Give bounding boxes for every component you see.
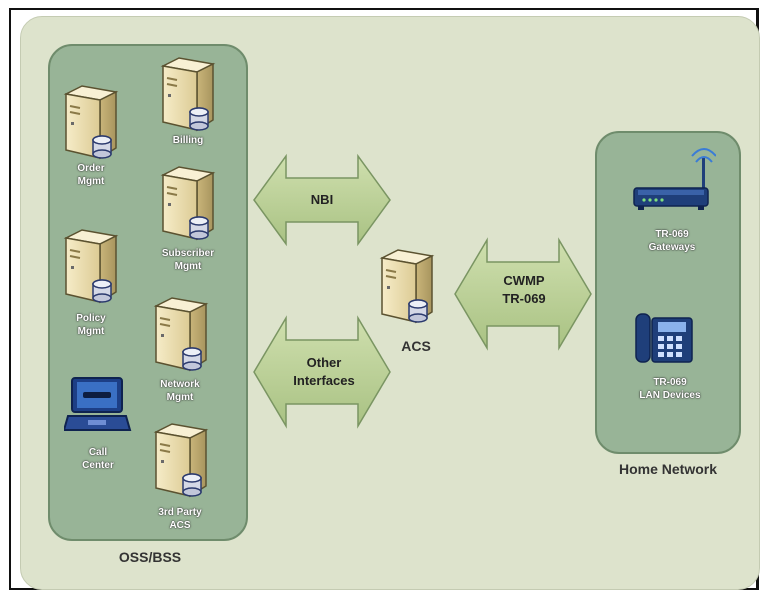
- order-mgmt-server-icon: [60, 84, 120, 162]
- gateways-label: TR-069 Gateways: [628, 228, 716, 254]
- cwmp-label-line1: CWMP: [503, 273, 545, 288]
- policy-mgmt-server-icon: [60, 228, 120, 306]
- cwmp-label: CWMP TR-069: [482, 272, 566, 308]
- third-party-acs-label: 3rd Party ACS: [140, 506, 220, 532]
- third-party-acs-label-line2: ACS: [169, 520, 191, 531]
- subscriber-mgmt-label: Subscriber Mgmt: [146, 247, 230, 273]
- billing-label: Billing: [150, 134, 226, 147]
- cwmp-arrow: [454, 237, 592, 351]
- network-mgmt-label-line1: Network: [160, 379, 200, 390]
- home-network-title: Home Network: [618, 461, 718, 477]
- nbi-arrow: [253, 153, 391, 247]
- network-mgmt-label-line2: Mgmt: [166, 392, 194, 403]
- wifi-gateway-icon: [633, 148, 716, 210]
- lan-devices-label-line2: LAN Devices: [639, 390, 701, 401]
- subscriber-mgmt-label-line1: Subscriber: [161, 248, 215, 259]
- call-center-label: Call Center: [60, 446, 136, 472]
- other-interfaces-arrow: [253, 315, 391, 429]
- policy-mgmt-label: Policy Mgmt: [56, 312, 126, 338]
- lan-devices-label: TR-069 LAN Devices: [624, 376, 716, 402]
- order-mgmt-label-line1: Order: [77, 163, 105, 174]
- home-network-panel: [595, 131, 741, 454]
- gateways-label-line1: TR-069: [655, 229, 689, 240]
- call-center-label-line2: Center: [82, 460, 114, 471]
- order-mgmt-label: Order Mgmt: [56, 162, 126, 188]
- network-mgmt-server-icon: [150, 296, 210, 374]
- other-interfaces-label-line2: Interfaces: [293, 373, 355, 388]
- acs-server-icon: [376, 248, 436, 326]
- call-center-label-line1: Call: [88, 447, 108, 458]
- billing-label-line1: Billing: [172, 135, 204, 146]
- third-party-acs-label-line1: 3rd Party: [158, 507, 202, 518]
- policy-mgmt-label-line2: Mgmt: [77, 326, 105, 337]
- oss-bss-title: OSS/BSS: [118, 549, 182, 565]
- acs-label: ACS: [401, 338, 431, 354]
- laptop-icon: [64, 377, 132, 431]
- lan-devices-label-line1: TR-069: [653, 377, 687, 388]
- other-interfaces-label: Other Interfaces: [282, 354, 366, 390]
- subscriber-mgmt-label-line2: Mgmt: [174, 261, 202, 272]
- cwmp-label-line2: TR-069: [502, 291, 546, 306]
- phone-icon: [635, 313, 693, 363]
- nbi-label: NBI: [282, 191, 362, 209]
- order-mgmt-label-line2: Mgmt: [77, 176, 105, 187]
- network-mgmt-label: Network Mgmt: [140, 378, 220, 404]
- policy-mgmt-label-line1: Policy: [76, 313, 106, 324]
- third-party-acs-server-icon: [150, 422, 210, 500]
- nbi-label-text: NBI: [310, 192, 334, 207]
- other-interfaces-label-line1: Other: [306, 355, 342, 370]
- gateways-label-line2: Gateways: [648, 242, 696, 253]
- subscriber-mgmt-server-icon: [157, 165, 217, 243]
- billing-server-icon: [157, 56, 217, 134]
